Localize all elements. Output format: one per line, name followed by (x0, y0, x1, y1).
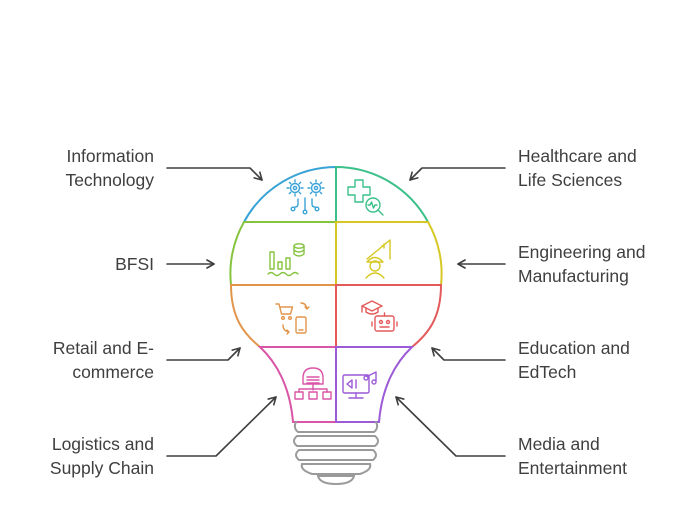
segment-logistics (257, 346, 337, 423)
label-line: Engineering and (518, 242, 646, 262)
medical-cross-magnifier-icon (347, 179, 384, 216)
label-line: Healthcare and (518, 146, 637, 166)
label-healthcare: Healthcare and Life Sciences (518, 144, 637, 192)
label-line: Education and (518, 338, 630, 358)
arrow-education (431, 347, 506, 361)
label-line: BFSI (115, 254, 154, 274)
shopping-cart-phone-icon (275, 302, 310, 335)
engineer-set-square-icon (365, 239, 391, 279)
label-bfsi: BFSI (115, 252, 154, 276)
label-line: Entertainment (518, 458, 627, 478)
gears-network-icon (286, 179, 325, 215)
connector-arrows (166, 167, 506, 457)
warehouse-network-icon (294, 367, 332, 400)
label-retail: Retail and E- commerce (53, 336, 154, 384)
graduation-cap-robot-icon (361, 300, 398, 332)
monitor-music-icon (342, 371, 377, 399)
arrow-media (395, 396, 506, 457)
label-line: commerce (72, 362, 154, 382)
label-line: Media and (518, 434, 600, 454)
arrow-healthcare (409, 167, 506, 181)
arrow-retail (166, 347, 241, 361)
label-line: Life Sciences (518, 170, 623, 190)
label-media: Media and Entertainment (518, 432, 627, 480)
label-line: EdTech (518, 362, 577, 382)
segment-media (335, 346, 415, 423)
label-logistics: Logistics and Supply Chain (50, 432, 154, 480)
label-engineering: Engineering and Manufacturing (518, 240, 645, 288)
segment-bfsi (229, 221, 337, 286)
label-line: Supply Chain (49, 458, 154, 478)
bar-chart-coins-icon (267, 243, 305, 277)
segment-engineering (335, 221, 443, 286)
label-line: Logistics and (51, 434, 154, 454)
label-information-technology: Information Technology (65, 144, 154, 192)
label-line: Manufacturing (518, 266, 629, 286)
label-education: Education and EdTech (518, 336, 630, 384)
label-line: Retail and E- (52, 338, 154, 358)
label-line: Information (66, 146, 154, 166)
label-line: Technology (65, 170, 154, 190)
arrow-logistics (166, 396, 277, 457)
segment-retail (229, 284, 337, 348)
bulb-base (293, 421, 379, 486)
arrow-information-technology (166, 167, 263, 181)
